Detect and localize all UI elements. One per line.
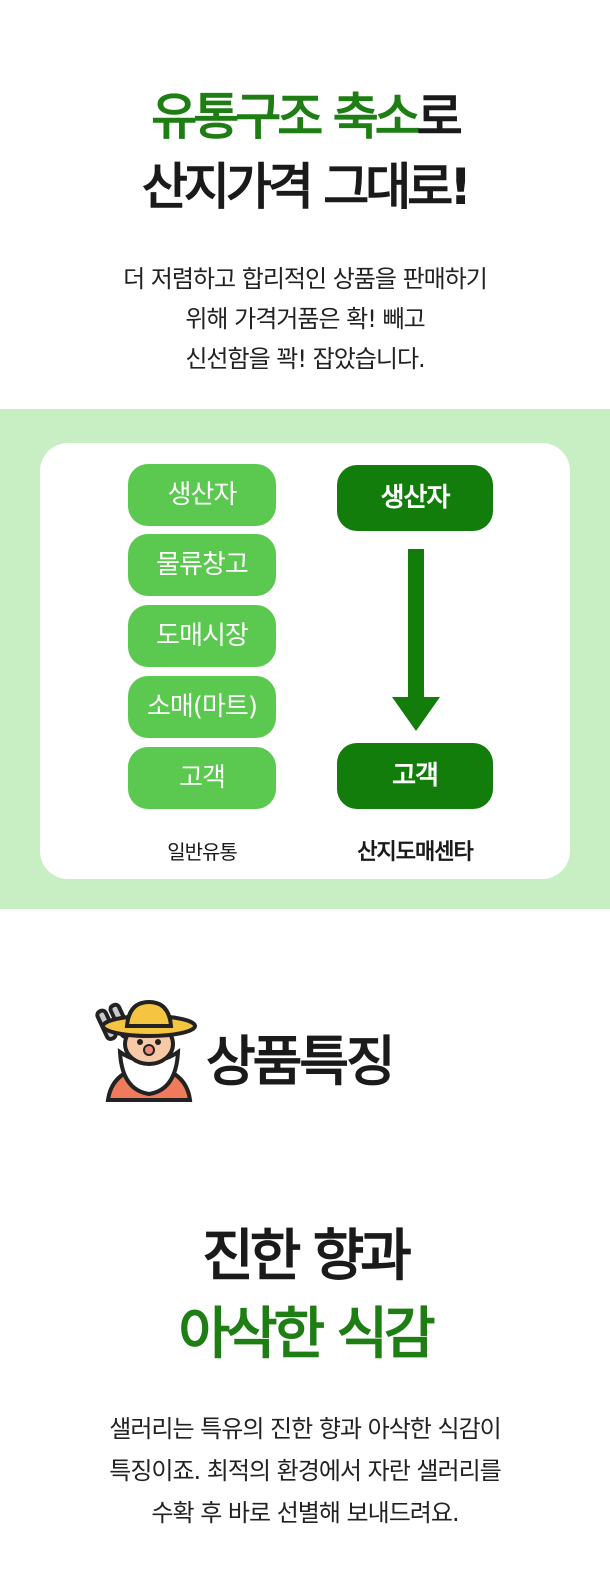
down-arrow-shaft xyxy=(408,549,424,699)
down-arrow-icon xyxy=(392,697,440,731)
section-title-line1: 진한 향과 xyxy=(202,1224,412,1289)
section-desc-line2: 특징이죠. 최적의 환경에서 자란 샐러리를 xyxy=(109,1457,502,1485)
section-desc-line1: 샐러리는 특유의 진한 향과 아삭한 식감이 xyxy=(109,1415,502,1443)
hero-title-suffix: 로 xyxy=(416,88,463,146)
direct-label: 산지도매센타 xyxy=(357,840,473,865)
general-step-retail: 소매(마트) xyxy=(128,676,276,738)
direct-step-customer: 고객 xyxy=(337,743,493,809)
hero-title-line2: 산지가격 그대로! xyxy=(141,158,472,216)
direct-step-producer: 생산자 xyxy=(337,465,493,531)
section-title-line2: 아삭한 식감 xyxy=(178,1302,435,1367)
hero-desc-line3: 신선함을 꽉! 잡았습니다. xyxy=(185,345,425,373)
features-title: 상품특징 xyxy=(206,1030,396,1093)
hero-title-highlight: 유통구조 축소 xyxy=(151,88,420,146)
general-step-customer: 고객 xyxy=(128,747,276,809)
hero-desc-line1: 더 저렴하고 합리적인 상품을 판매하기 xyxy=(123,265,488,293)
general-step-warehouse: 물류창고 xyxy=(128,534,276,596)
general-step-wholesale: 도매시장 xyxy=(128,605,276,667)
hero-desc-line2: 위해 가격거품은 확! 빼고 xyxy=(185,305,425,333)
farmer-icon xyxy=(95,999,197,1102)
hero-title-line1: 유통구조 축소로 xyxy=(0,84,610,150)
section-desc-line3: 수확 후 바로 선별해 보내드려요. xyxy=(151,1499,459,1527)
general-label: 일반유통 xyxy=(167,840,238,864)
general-step-producer: 생산자 xyxy=(128,464,276,526)
